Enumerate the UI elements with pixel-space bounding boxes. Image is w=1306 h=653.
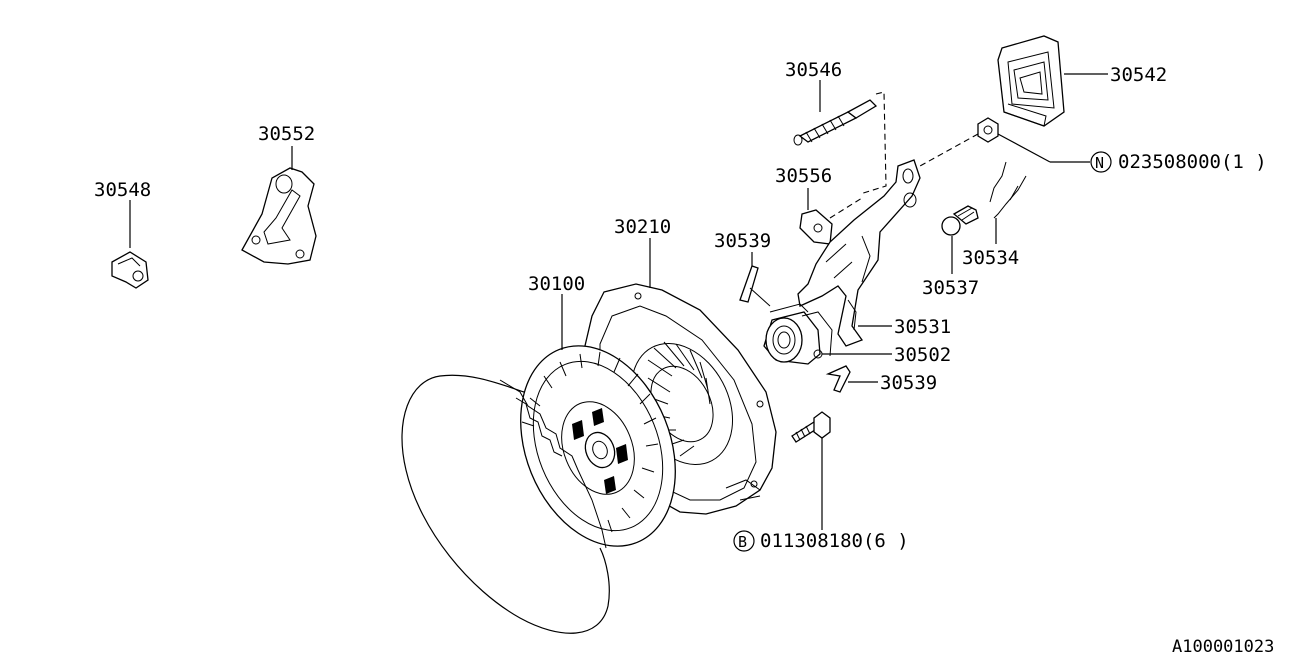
label-30100: 30100 (528, 273, 585, 295)
label-30552: 30552 (258, 123, 315, 145)
part-023508000-nut (977, 117, 999, 143)
label-30539-upper: 30539 (714, 230, 771, 252)
part-30539-clip-lower (825, 365, 851, 393)
part-30502-release-bearing (763, 303, 833, 365)
label-30531: 30531 (894, 316, 951, 338)
part-30537-pivot (941, 205, 979, 236)
n-marker-circle (1090, 151, 1112, 173)
part-30542-boot (997, 35, 1065, 127)
label-30210: 30210 (614, 216, 671, 238)
dash-30556 (829, 197, 863, 219)
label-30546: 30546 (785, 59, 842, 81)
part-011308180-bolt (791, 411, 831, 443)
label-30548: 30548 (94, 179, 151, 201)
dash-nut (919, 133, 979, 167)
part-30556-clip (799, 209, 833, 245)
part-30546-spring-pin (793, 99, 878, 146)
n-marker: N (1095, 154, 1104, 172)
dash-30546 (859, 91, 887, 195)
part-30539-clip-upper (739, 265, 771, 307)
part-30548-bracket (111, 251, 149, 289)
part-30531-release-fork (797, 159, 921, 347)
b-marker-circle (733, 530, 755, 552)
leader-023508000 (997, 133, 1051, 163)
label-30502: 30502 (894, 344, 951, 366)
flywheel-outline (401, 374, 610, 634)
label-30534: 30534 (962, 247, 1019, 269)
label-30542: 30542 (1110, 64, 1167, 86)
part-30100-clutch-disc (515, 345, 676, 547)
label-30539-lower: 30539 (880, 372, 937, 394)
label-30556: 30556 (775, 165, 832, 187)
label-023508000: 023508000(1 ) (1118, 151, 1267, 173)
label-011308180: 011308180(6 ) (760, 530, 909, 552)
part-30534-cable (989, 161, 1027, 219)
b-marker: B (738, 533, 747, 551)
label-30537: 30537 (922, 277, 979, 299)
part-30552-bracket (241, 167, 317, 265)
diagram-id: A100001023 (1172, 637, 1274, 653)
